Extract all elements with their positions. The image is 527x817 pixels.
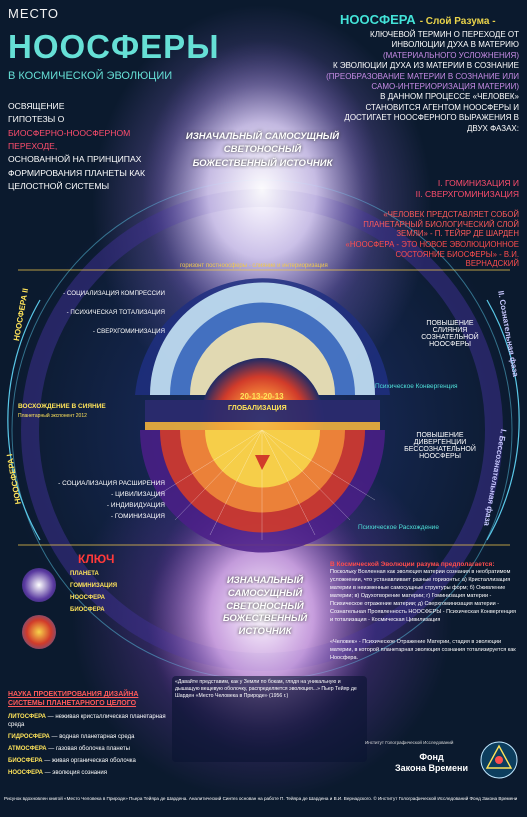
upward-label: ВОСХОЖДЕНИЕ В СИЯНИЕ xyxy=(18,403,106,410)
hyp-highlight: БИОСФЕРНО-НООСФЕРНОМ xyxy=(8,127,131,138)
noosphere-layer: - Слой Разума - xyxy=(419,16,496,27)
left-top-labels: - СОЦИАЛИЗАЦИЯ КОМПРЕССИИ - ПСИХИЧЕСКАЯ … xyxy=(55,290,165,335)
key-item: НООСФЕРА xyxy=(70,595,105,601)
source-line: ИЗНАЧАЛЬНЫЙ САМОСУЩНЫЙ xyxy=(185,131,340,142)
left-label: - СВЕРХГОМИНИЗАЦИЯ xyxy=(92,328,165,335)
left-label: - ГОМИНИЗАЦИЯ xyxy=(110,513,165,520)
institute-label: Институт Голографической Исследований xyxy=(365,740,454,745)
def-highlight: (МАТЕРИАЛЬНОГО УСЛОЖНЕНИЯ) xyxy=(382,50,519,60)
legend-item: ГИДРОСФЕРА — водная планетарная среда xyxy=(8,734,135,741)
phases: I. ГОМИНИЗАЦИЯ И II. СВЕРХГОМИНИЗАЦИЯ xyxy=(329,178,519,201)
noosphere-definition: КЛЮЧЕВОЙ ТЕРМИН О ПЕРЕХОДЕ ОТ ИНВОЛЮЦИИ … xyxy=(324,30,519,134)
def-highlight: (ПРЕОБРАЗОВАНИЕ МАТЕРИИ В СОЗНАНИЕ ИЛИ С… xyxy=(326,71,519,91)
source-line: ИСТОЧНИК xyxy=(238,626,292,638)
legend-item: ЛИТОСФЕРА — неживая кристаллическая план… xyxy=(8,713,166,728)
psy-convergence: Психическое Конвергенция xyxy=(375,383,458,390)
horizon-label: горизонт постноосферы - слияние и интери… xyxy=(180,263,328,269)
hypothesis-text: ОСВЯЩЕНИЕ ГИПОТЕЗЫ О БИОСФЕРНО-НООСФЕРНО… xyxy=(8,100,158,193)
right-panel-text: Поскольку Вселенная как эволюция материи… xyxy=(330,569,516,624)
legend-item-text: живая органическая оболочка xyxy=(51,758,136,765)
def-text: КЛЮЧЕВОЙ ТЕРМИН О ПЕРЕХОДЕ ОТ ИНВОЛЮЦИИ … xyxy=(370,30,519,50)
legend-item-text: эволюция сознания xyxy=(52,770,108,777)
fond-name: Фонд Закона Времени xyxy=(395,752,468,774)
key-planet-icon xyxy=(22,568,56,602)
source-top: ИЗНАЧАЛЬНЫЙ САМОСУЩНЫЙ СВЕТОНОСНЫЙ БОЖЕС… xyxy=(170,130,355,170)
source-line: СВЕТОНОСНЫЙ xyxy=(223,144,302,156)
footer: Рисунок вдохновлен книгой «Место Человек… xyxy=(4,796,518,801)
right-panel: В Космической Эволюции разума предполага… xyxy=(330,560,520,663)
right-panel-heading: В Космической Эволюции разума предполага… xyxy=(330,561,495,568)
legend-item-name: БИОСФЕРА xyxy=(8,758,43,765)
fond-line: Закона Времени xyxy=(395,762,468,773)
fond-line: Фонд xyxy=(419,752,444,762)
key-item: БИОСФЕРА xyxy=(70,607,105,613)
hyp-line: ОСНОВАННОЙ НА ПРИНЦИПАХ xyxy=(8,154,142,165)
left-bottom-labels: - СОЦИАЛИЗАЦИЯ РАСШИРЕНИЯ - ЦИВИЛИЗАЦИЯ … xyxy=(55,480,165,520)
left-label: - СОЦИАЛИЗАЦИЯ РАСШИРЕНИЯ xyxy=(58,480,165,487)
source-line: БОЖЕСТВЕННЫЙ ИСТОЧНИК xyxy=(192,157,333,169)
left-label: - ИНДИВИДУАЦИЯ xyxy=(106,502,165,509)
source-line: САМОСУЩНЫЙ xyxy=(227,587,303,599)
page-subtitle: В КОСМИЧЕСКОЙ ЭВОЛЮЦИИ xyxy=(8,70,173,82)
legend-item: НООСФЕРА — эволюция сознания xyxy=(8,770,108,777)
source-line: СВЕТОНОСНЫЙ xyxy=(226,600,304,612)
center-year: 20-13-20-13 xyxy=(240,392,284,401)
legend-item-text: водная планетарная среда xyxy=(59,734,135,741)
key-item: ПЛАНЕТА xyxy=(70,571,99,577)
hyp-line: ФОРМИРОВАНИЯ ПЛАНЕТЫ КАК xyxy=(8,167,146,178)
hyp-line: ГИПОТЕЗЫ О xyxy=(8,114,65,125)
legend-item: БИОСФЕРА — живая органическая оболочка xyxy=(8,758,136,765)
right-top-label: ПОВЫШЕНИЕ СЛИЯНИЯ СОЗНАТЕЛЬНОЙ НООСФЕРЫ xyxy=(421,320,479,348)
phase-1: I. ГОМИНИЗАЦИЯ И xyxy=(437,178,519,188)
legend-item-text: газовая оболочка планеты xyxy=(55,746,130,753)
quote-vernadsky: «НООСФЕРА - ЭТО НОВОЕ ЭВОЛЮЦИОННОЕ СОСТО… xyxy=(345,240,519,269)
title-place: МЕСТО xyxy=(8,6,59,21)
hyp-highlight: ПЕРЕХОДЕ, xyxy=(8,140,58,151)
def-text: В ДАННОМ ПРОЦЕССЕ «ЧЕЛОВЕК» СТАНОВИТСЯ А… xyxy=(344,92,519,133)
legend: НАУКА ПРОЕКТИРОВАНИЯ ДИЗАЙНА СИСТЕМЫ ПЛА… xyxy=(8,690,168,777)
psy-divergence: Психическое Расхождение xyxy=(358,524,439,531)
quote-teilhard: «ЧЕЛОВЕК ПРЕДСТАВЛЯЕТ СОБОЙ ПЛАНЕТАРНЫЙ … xyxy=(363,210,519,239)
def-text: К ЭВОЛЮЦИИ ДУХА ИЗ МАТЕРИИ В СОЗНАНИЕ xyxy=(333,61,519,71)
left-label: - ПСИХИЧЕСКАЯ ТОТАЛИЗАЦИЯ xyxy=(66,309,165,316)
legend-item: АТМОСФЕРА — газовая оболочка планеты xyxy=(8,746,130,753)
left-label: - СОЦИАЛИЗАЦИЯ КОМПРЕССИИ xyxy=(63,290,165,297)
legend-title: НАУКА ПРОЕКТИРОВАНИЯ ДИЗАЙНА СИСТЕМЫ ПЛА… xyxy=(8,691,139,708)
source-bottom: ИЗНАЧАЛЬНЫЙ САМОСУЩНЫЙ СВЕТОНОСНЫЙ БОЖЕС… xyxy=(185,575,345,639)
key-item: ГОМИНИЗАЦИЯ xyxy=(70,583,118,589)
planetary-label: Планетарный экспонент 2012 xyxy=(18,413,87,419)
key-title: КЛЮЧ xyxy=(78,552,115,566)
legend-item-text: неживая кристаллическая планетарная сред… xyxy=(8,713,166,728)
key-items: ПЛАНЕТА ГОМИНИЗАЦИЯ НООСФЕРА БИОСФЕРА xyxy=(70,568,140,616)
left-label: - ЦИВИЛИЗАЦИЯ xyxy=(111,491,165,498)
hyp-line: ОСВЯЩЕНИЕ xyxy=(8,101,65,111)
page-title: НООСФЕРЫ xyxy=(8,28,220,65)
legend-item-name: НООСФЕРА xyxy=(8,770,43,777)
noosphere-heading: НООСФЕРА- Слой Разума - xyxy=(340,12,496,27)
legend-item-name: ЛИТОСФЕРА xyxy=(8,713,46,720)
key-noosphere-icon xyxy=(22,615,56,649)
legend-item-name: ГИДРОСФЕРА xyxy=(8,734,50,741)
phase-2: II. СВЕРХГОМИНИЗАЦИЯ xyxy=(415,189,519,200)
noosphere-word: НООСФЕРА xyxy=(340,12,416,27)
source-line: БОЖЕСТВЕННЫЙ xyxy=(222,613,308,625)
legend-item-name: АТМОСФЕРА xyxy=(8,746,47,753)
right-bottom-label: ПОВЫШЕНИЕ ДИВЕРГЕНЦИИ БЕССОЗНАТЕЛЬНОЙ НО… xyxy=(404,432,476,460)
right-panel-man: «Человек» - Психическое Отражение Матери… xyxy=(330,639,516,662)
center-label: ГЛОБАЛИЗАЦИЯ xyxy=(228,405,287,412)
source-line: ИЗНАЧАЛЬНЫЙ xyxy=(226,575,304,586)
hyp-line: ЦЕЛОСТНОЙ СИСТЕМЫ xyxy=(8,180,110,191)
teilhard-quote-box: «Давайте представим, как у Земли по бока… xyxy=(172,676,367,762)
